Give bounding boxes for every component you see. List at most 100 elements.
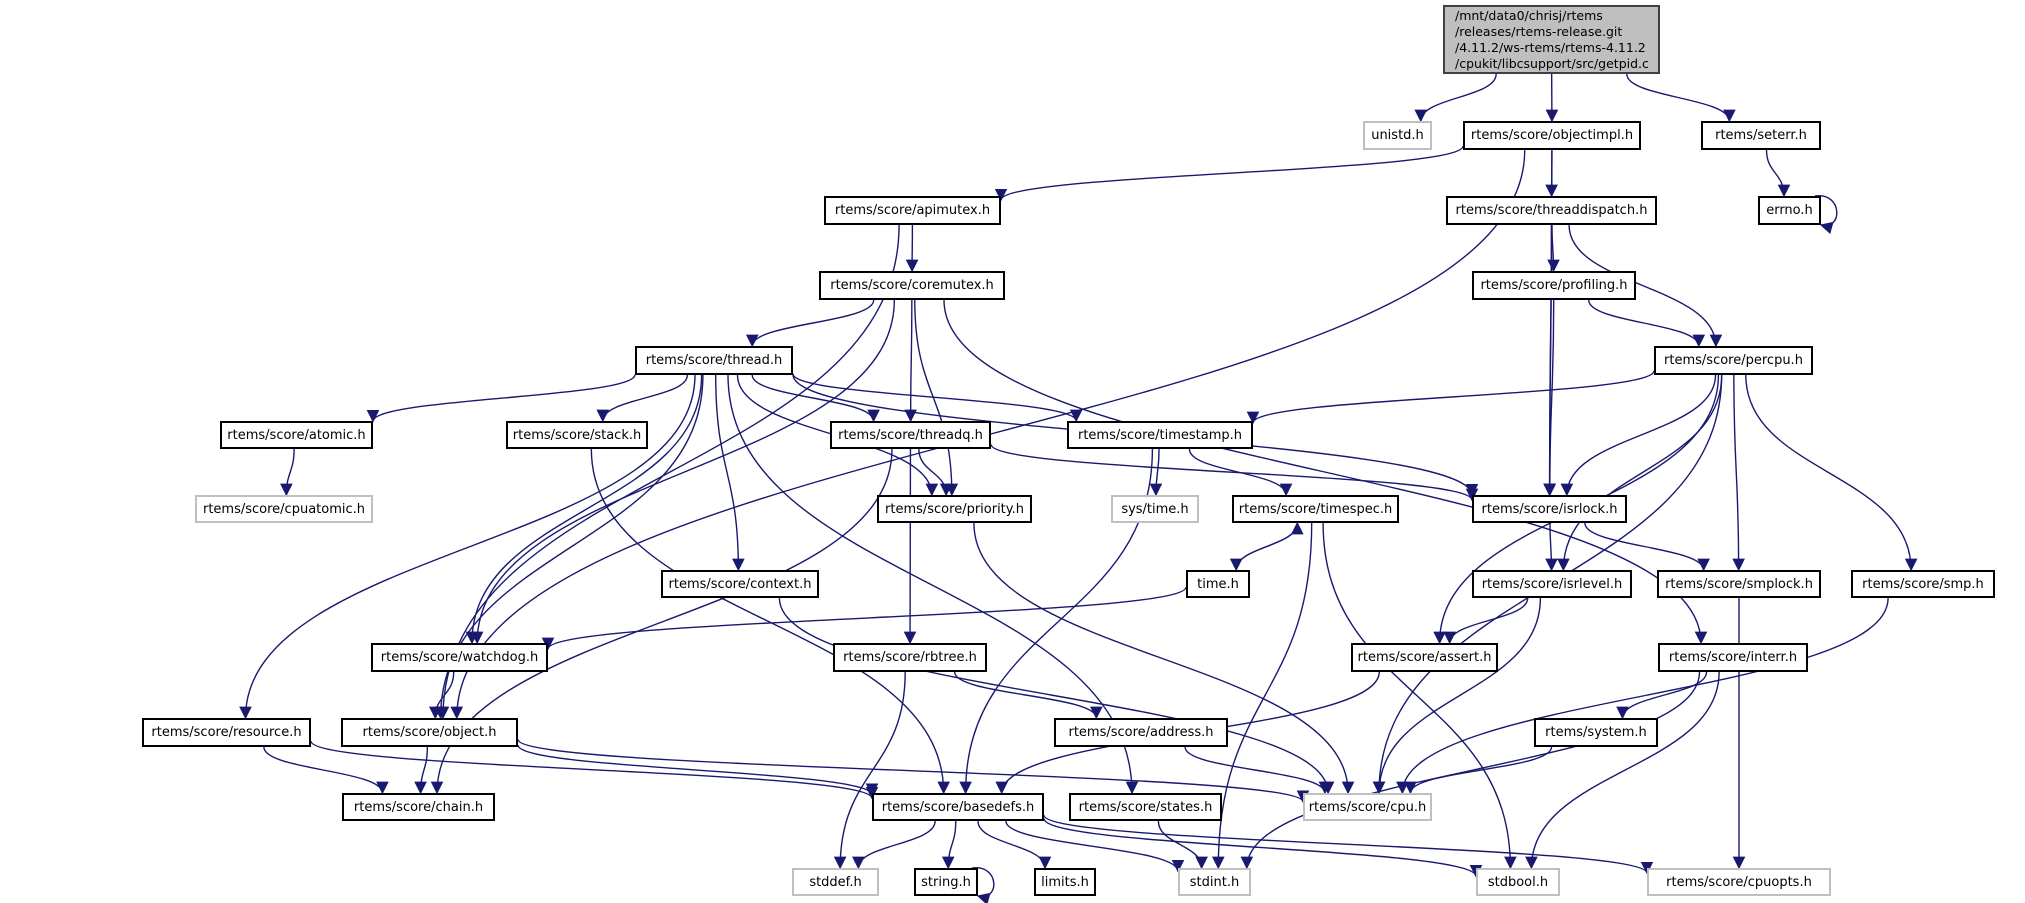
edge-interr-to-system — [1616, 671, 1708, 720]
root-file-node[interactable]: /mnt/data0/chrisj/rtems /releases/rtems-… — [1443, 5, 1660, 74]
node-smp[interactable]: rtems/score/smp.h — [1851, 570, 1995, 598]
edge-root-to-seterr — [1626, 73, 1736, 123]
node-watchdog[interactable]: rtems/score/watchdog.h — [371, 643, 548, 672]
edge-isrlevel-to-cpu — [1372, 597, 1542, 795]
node-threadq[interactable]: rtems/score/threadq.h — [830, 421, 991, 449]
edge-coremutex-to-threadq — [904, 299, 917, 423]
node-chain[interactable]: rtems/score/chain.h — [342, 793, 495, 821]
edge-isrlock-to-smplock — [1584, 522, 1710, 572]
edge-apimutex-to-object — [436, 224, 900, 720]
edge-threadq-to-priority — [918, 448, 953, 497]
edge-basedefs-to-stddef — [852, 820, 936, 870]
node-limits[interactable]: limits.h — [1034, 868, 1096, 896]
edge-rbtree-to-stddef — [833, 671, 906, 870]
node-stdbool[interactable]: stdbool.h — [1476, 868, 1560, 896]
edge-timespec-to-stdbool — [1322, 522, 1517, 870]
node-stddef[interactable]: stddef.h — [792, 868, 879, 896]
node-stack[interactable]: rtems/score/stack.h — [506, 421, 648, 449]
edge-timestamp-to-timespec — [1188, 448, 1293, 497]
edge-interr-to-stdbool — [1525, 671, 1720, 870]
node-assert[interactable]: rtems/score/assert.h — [1351, 643, 1498, 672]
node-states[interactable]: rtems/score/states.h — [1069, 793, 1222, 821]
node-profiling[interactable]: rtems/score/profiling.h — [1472, 271, 1636, 300]
edge-smp-to-cpu — [1396, 597, 1889, 795]
edge-isrlevel-to-assert — [1443, 597, 1529, 645]
node-rbtree[interactable]: rtems/score/rbtree.h — [833, 643, 987, 672]
node-systime[interactable]: sys/time.h — [1111, 495, 1199, 523]
node-smplock[interactable]: rtems/score/smplock.h — [1657, 570, 1821, 598]
edge-context-to-cpu — [778, 597, 1335, 795]
edge-threaddispatch-to-profiling — [1547, 224, 1560, 273]
node-time[interactable]: time.h — [1186, 570, 1250, 598]
edge-coremutex-to-thread — [746, 299, 875, 348]
node-address[interactable]: rtems/score/address.h — [1054, 718, 1228, 747]
node-object[interactable]: rtems/score/object.h — [341, 718, 518, 747]
edge-timestamp-to-systime — [1149, 448, 1163, 497]
node-thread[interactable]: rtems/score/thread.h — [635, 346, 793, 375]
edge-basedefs-to-cpuopts — [1043, 814, 1654, 875]
edge-resource-to-chain — [263, 746, 389, 795]
node-cpu[interactable]: rtems/score/cpu.h — [1303, 793, 1432, 821]
node-atomic[interactable]: rtems/score/atomic.h — [220, 421, 373, 449]
edge-threaddispatch-to-percpu — [1568, 224, 1723, 348]
edge-coremutex-to-interr — [943, 299, 1708, 645]
edge-priority-to-cpu — [973, 522, 1355, 795]
edge-basedefs-to-limits — [977, 820, 1052, 870]
node-coremutex[interactable]: rtems/score/coremutex.h — [819, 271, 1005, 300]
edge-states-to-stdint — [1157, 820, 1208, 870]
edge-thread-to-stack — [596, 374, 689, 423]
node-objectimpl[interactable]: rtems/score/objectimpl.h — [1463, 121, 1641, 150]
node-timestamp[interactable]: rtems/score/timestamp.h — [1067, 421, 1253, 449]
edge-root-to-unistd — [1414, 73, 1497, 123]
edge-objectimpl-to-apimutex — [994, 145, 1464, 202]
node-isrlock[interactable]: rtems/score/isrlock.h — [1472, 495, 1627, 523]
edge-errno-to-errno — [1814, 195, 1838, 235]
node-cpuopts[interactable]: rtems/score/cpuopts.h — [1647, 868, 1831, 896]
edge-object-to-cpu — [517, 738, 1310, 804]
edge-time-to-timespec — [1235, 521, 1304, 571]
node-percpu[interactable]: rtems/score/percpu.h — [1654, 346, 1813, 375]
edge-basedefs-to-stdint — [1005, 820, 1185, 873]
edge-percpu-to-smplock — [1732, 374, 1745, 572]
node-interr[interactable]: rtems/score/interr.h — [1658, 643, 1808, 672]
edge-thread-to-threadq — [751, 374, 880, 423]
edge-thread-to-atomic — [366, 374, 636, 423]
edge-watchdog-to-object — [429, 671, 455, 720]
edge-timespec-to-stdint — [1211, 522, 1313, 870]
node-resource[interactable]: rtems/score/resource.h — [142, 718, 311, 747]
edge-thread-to-watchdog — [465, 374, 703, 645]
edge-percpu-to-isrlevel — [1557, 374, 1723, 572]
node-seterr[interactable]: rtems/seterr.h — [1701, 121, 1821, 150]
node-basedefs[interactable]: rtems/score/basedefs.h — [872, 793, 1044, 821]
edge-coremutex-to-watchdog — [470, 299, 896, 645]
edge-time-to-watchdog — [541, 586, 1187, 651]
edge-atomic-to-cpuatomic — [280, 448, 295, 497]
node-timespec[interactable]: rtems/score/timespec.h — [1232, 495, 1399, 523]
edge-isrlock-to-isrlevel — [1545, 522, 1558, 572]
node-system[interactable]: rtems/system.h — [1534, 718, 1658, 747]
node-apimutex[interactable]: rtems/score/apimutex.h — [824, 196, 1001, 225]
edge-system-to-cpu — [1404, 746, 1553, 795]
node-stdint[interactable]: stdint.h — [1178, 868, 1251, 896]
node-errno[interactable]: errno.h — [1758, 196, 1821, 225]
edge-thread-to-context — [714, 374, 745, 572]
edge-profiling-to-percpu — [1588, 299, 1706, 348]
edge-stack-to-basedefs — [590, 448, 950, 795]
node-priority[interactable]: rtems/score/priority.h — [877, 495, 1032, 523]
node-string[interactable]: string.h — [914, 868, 978, 896]
root-path-line: /releases/rtems-release.git — [1455, 23, 1623, 39]
edge-thread-to-resource — [239, 374, 696, 720]
node-unistd[interactable]: unistd.h — [1363, 121, 1432, 150]
edge-resource-to-basedefs — [310, 740, 879, 800]
node-cpuatomic[interactable]: rtems/score/cpuatomic.h — [195, 495, 373, 523]
node-threaddispatch[interactable]: rtems/score/threaddispatch.h — [1446, 196, 1657, 225]
node-context[interactable]: rtems/score/context.h — [661, 570, 819, 598]
edge-string-to-string — [971, 867, 995, 903]
edge-threadq-to-isrlock — [990, 443, 1479, 502]
node-isrlevel[interactable]: rtems/score/isrlevel.h — [1472, 570, 1632, 598]
root-path-line: /mnt/data0/chrisj/rtems — [1455, 7, 1603, 23]
edge-percpu-to-smp — [1745, 374, 1918, 572]
edge-object-to-basedefs — [517, 744, 879, 797]
